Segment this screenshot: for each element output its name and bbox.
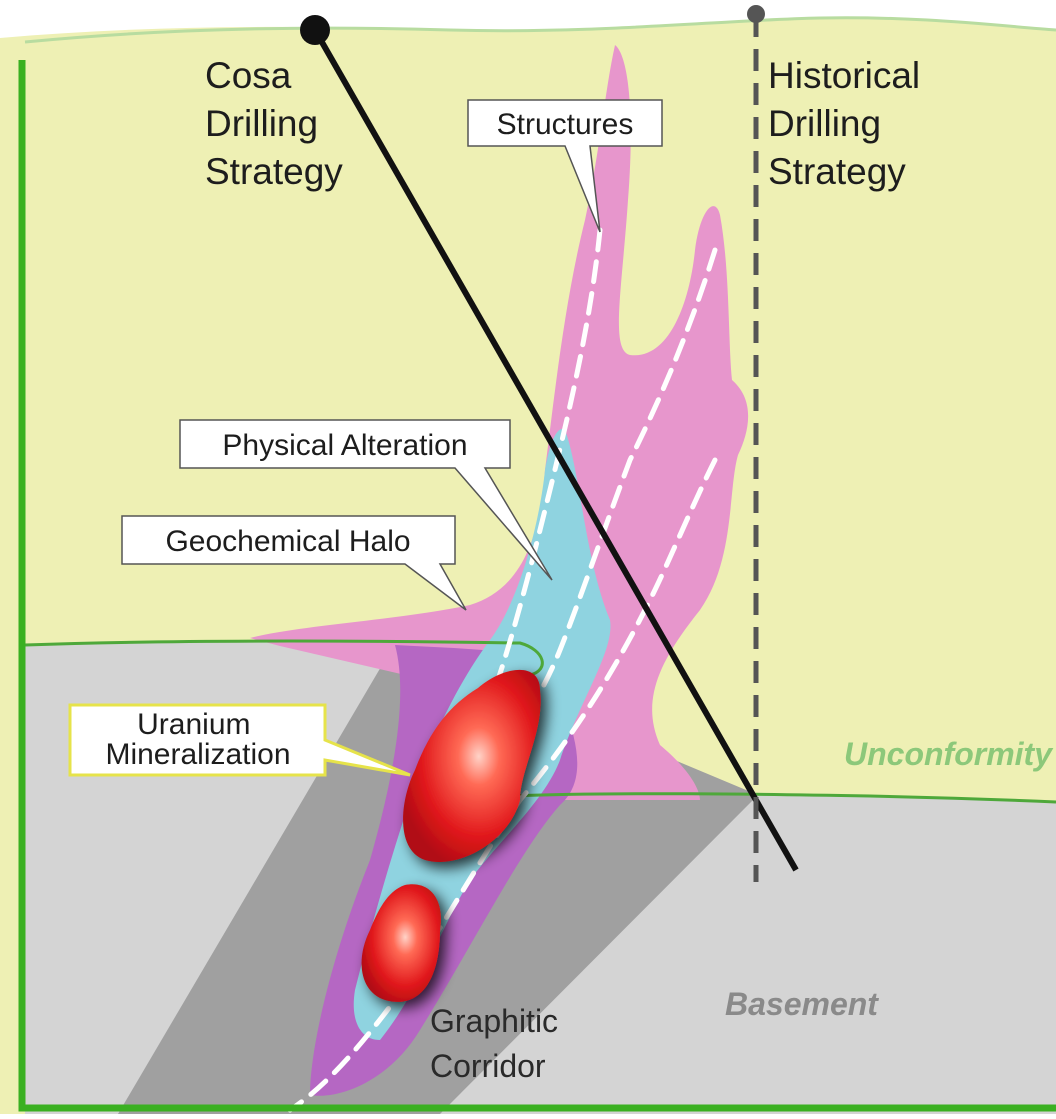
svg-text:Physical Alteration: Physical Alteration (222, 429, 467, 462)
black-dot-icon (300, 15, 330, 45)
unconformity-label: Unconformity (844, 736, 1054, 772)
basement-label: Basement (725, 986, 879, 1022)
svg-text:Structures: Structures (497, 108, 634, 141)
svg-text:Geochemical Halo: Geochemical Halo (165, 525, 410, 558)
grey-dot-icon (747, 5, 765, 23)
